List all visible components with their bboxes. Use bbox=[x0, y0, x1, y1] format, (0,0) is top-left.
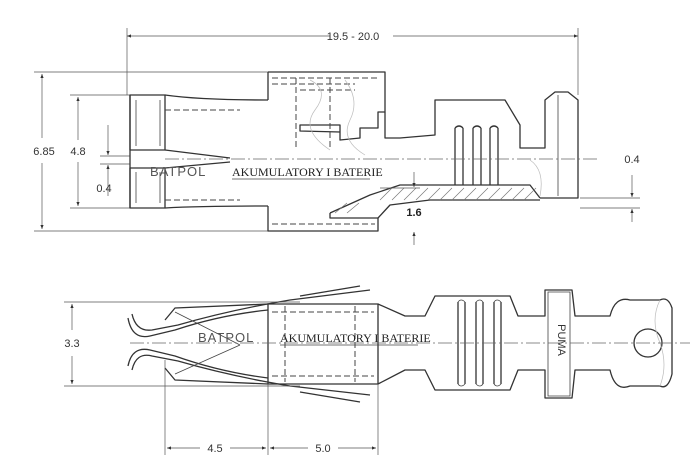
slot-width-dimension: 0.4 bbox=[96, 125, 130, 196]
watermark-logo-top: BATPOL bbox=[150, 164, 206, 179]
contact-length-dimension: 4.5 bbox=[164, 360, 379, 455]
step-height-dimension: 1.6 bbox=[380, 172, 422, 245]
bottom-width-label: 3.3 bbox=[64, 338, 79, 350]
contact-length-label: 4.5 bbox=[207, 443, 222, 455]
watermark-logo-bottom: BATPOL bbox=[198, 330, 254, 345]
watermark-bottom: BATPOL AKUMULATORY I BATERIE bbox=[198, 330, 431, 346]
barrel-length-dimension: 5.0 bbox=[270, 443, 376, 455]
height-dimension: 6.85 bbox=[33, 71, 268, 232]
side-view: 19.5 - 20.0 6.85 4.8 0.4 bbox=[33, 28, 640, 245]
watermark-text-top: AKUMULATORY I BATERIE bbox=[232, 165, 383, 179]
bottom-width-dimension: 3.3 bbox=[64, 301, 300, 387]
contact-height-dimension: 4.8 bbox=[70, 94, 130, 209]
contact-height-label: 4.8 bbox=[70, 146, 85, 158]
watermark-top: BATPOL AKUMULATORY I BATERIE bbox=[150, 164, 383, 180]
step-height-label: 1.6 bbox=[406, 207, 421, 219]
barrel-length-label: 5.0 bbox=[315, 443, 330, 455]
tail-thickness-label: 0.4 bbox=[624, 154, 639, 166]
stamp-puma: PUMA bbox=[555, 324, 567, 356]
top-view: PUMA 3.3 4.5 5.0 BATPOL bbox=[64, 285, 690, 455]
total-length-label: 19.5 - 20.0 bbox=[327, 31, 380, 43]
height-label: 6.85 bbox=[33, 146, 54, 158]
watermark-text-bottom: AKUMULATORY I BATERIE bbox=[280, 331, 431, 345]
slot-width-label: 0.4 bbox=[96, 183, 111, 195]
tail-thickness-dimension: 0.4 bbox=[580, 154, 640, 222]
total-length-dimension: 19.5 - 20.0 bbox=[126, 28, 579, 95]
